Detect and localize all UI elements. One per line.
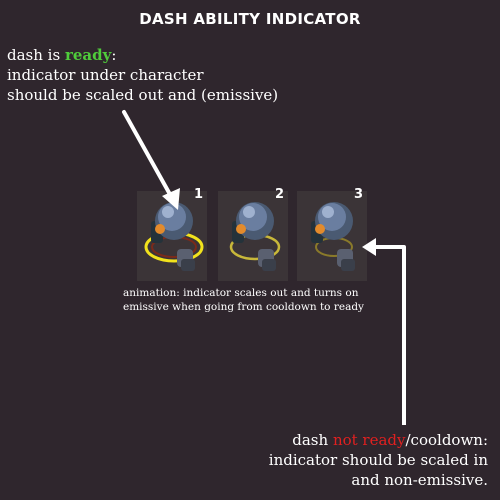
character-sprite <box>144 202 204 271</box>
cooldown-note-line1: dash not ready/cooldown: <box>228 430 488 450</box>
cooldown-arrow-head <box>362 238 376 256</box>
frame-1-ready: 1 <box>137 187 207 281</box>
frame-3-cooldown: 3 <box>297 187 367 281</box>
character-sprite <box>229 202 281 271</box>
frame-2-transition: 2 <box>218 187 288 281</box>
ready-keyword: ready <box>64 46 112 64</box>
ready-note-prefix: dash is <box>7 46 65 64</box>
animation-caption: animation: indicator scales out and turn… <box>123 286 393 314</box>
caption-line2: emissive when going from cooldown to rea… <box>123 301 364 313</box>
cooldown-note-line3: and non-emissive. <box>351 471 488 489</box>
cooldown-note: dash not ready/cooldown: indicator shoul… <box>228 430 488 490</box>
character-sprite <box>311 202 355 271</box>
ready-note-line2: indicator under character <box>7 66 204 84</box>
cooldown-note-prefix: dash <box>292 431 333 449</box>
ready-note: dash is ready: indicator under character… <box>7 45 317 105</box>
frame-3-label: 3 <box>354 187 364 202</box>
cooldown-arrow <box>372 245 406 425</box>
cooldown-note-suffix: /cooldown: <box>405 431 489 449</box>
frame-1-label: 1 <box>194 187 204 202</box>
caption-line1: animation: indicator scales out and turn… <box>123 287 359 299</box>
frame-2-label: 2 <box>275 187 285 202</box>
ready-note-line1: dash is ready: <box>7 45 317 65</box>
cooldown-note-line2: indicator should be scaled in <box>268 451 488 469</box>
not-ready-keyword: not ready <box>332 431 406 449</box>
ready-arrow <box>122 110 174 200</box>
ready-arrow-head <box>162 188 180 210</box>
ready-note-line3: should be scaled out and (emissive) <box>7 86 279 104</box>
ready-note-suffix: : <box>111 46 117 64</box>
page-title: DASH ABILITY INDICATOR <box>139 10 361 28</box>
